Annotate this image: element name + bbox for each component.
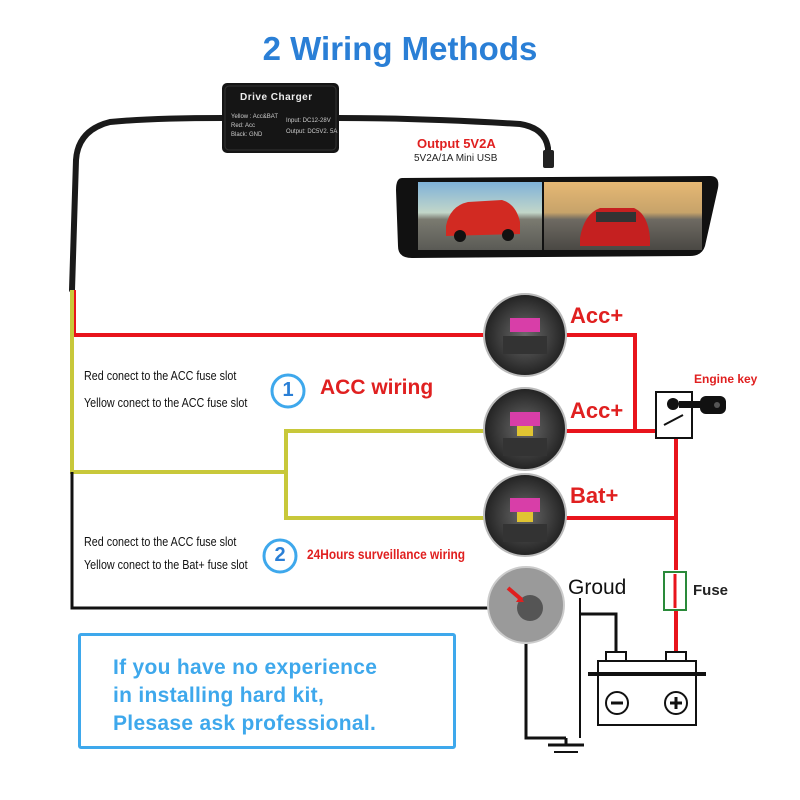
charger-output-cable [335, 115, 554, 168]
battery-icon [588, 651, 706, 726]
fuse-slot-acc-1 [483, 293, 567, 377]
method-1-circle [270, 373, 306, 409]
mirror-dashcam [396, 176, 719, 258]
ground-bolt-image [487, 566, 565, 644]
drive-charger-name: Drive Charger [240, 92, 313, 103]
drive-charger-spec: Yellow : Acc&BAT [231, 114, 279, 120]
fuse-label: Fuse [693, 582, 729, 599]
red-wire [72, 290, 678, 660]
ground-wire [70, 472, 618, 753]
drive-charger-spec: Output: DC5V2. 5A [286, 129, 338, 135]
notice-line: If you have no experience [113, 656, 378, 679]
fuse-slot-acc-2 [483, 387, 567, 471]
yellow-wire [70, 290, 490, 520]
key-icon [714, 402, 720, 408]
method-2-instruction: Yellow conect to the Bat+ fuse slot [84, 558, 248, 572]
notice-box: If you have no experience in installing … [78, 633, 456, 749]
method-1-instruction: Yellow conect to the ACC fuse slot [84, 396, 248, 410]
fuse-slot-label: Acc+ [570, 303, 624, 328]
drive-charger-spec: Red: Acc [231, 123, 256, 129]
drive-charger-spec: Black: GND [231, 132, 263, 138]
output-subtitle: 5V2A/1A Mini USB [414, 153, 498, 164]
notice-line: in installing hard kit, [113, 684, 325, 707]
method-2-number: 2 [274, 544, 286, 566]
method-2-label: 24Hours surveillance wiring [307, 546, 466, 562]
method-1-label: ACC wiring [320, 376, 434, 399]
charger-input-cable [69, 115, 226, 293]
method-2-instruction: Red conect to the ACC fuse slot [84, 535, 237, 549]
fuse-slot-bat [483, 473, 567, 557]
engine-key-label: Engine key [694, 372, 758, 386]
method-2-circle [262, 538, 298, 574]
page-title: 2 Wiring Methods [262, 30, 538, 67]
fuse-slot-label: Acc+ [570, 398, 624, 423]
ground-label: Groud [568, 576, 627, 599]
drive-charger-box [222, 83, 339, 153]
fuse-slot-label: Bat+ [570, 483, 619, 508]
method-1-number: 1 [282, 379, 294, 401]
output-title: Output 5V2A [417, 136, 496, 151]
engine-key-switch [655, 391, 726, 439]
method-1-instruction: Red conect to the ACC fuse slot [84, 369, 237, 383]
drive-charger-spec: Input: DC12-28V [286, 118, 331, 124]
notice-line: Plesase ask professional. [113, 712, 377, 735]
fuse-icon [663, 571, 687, 611]
